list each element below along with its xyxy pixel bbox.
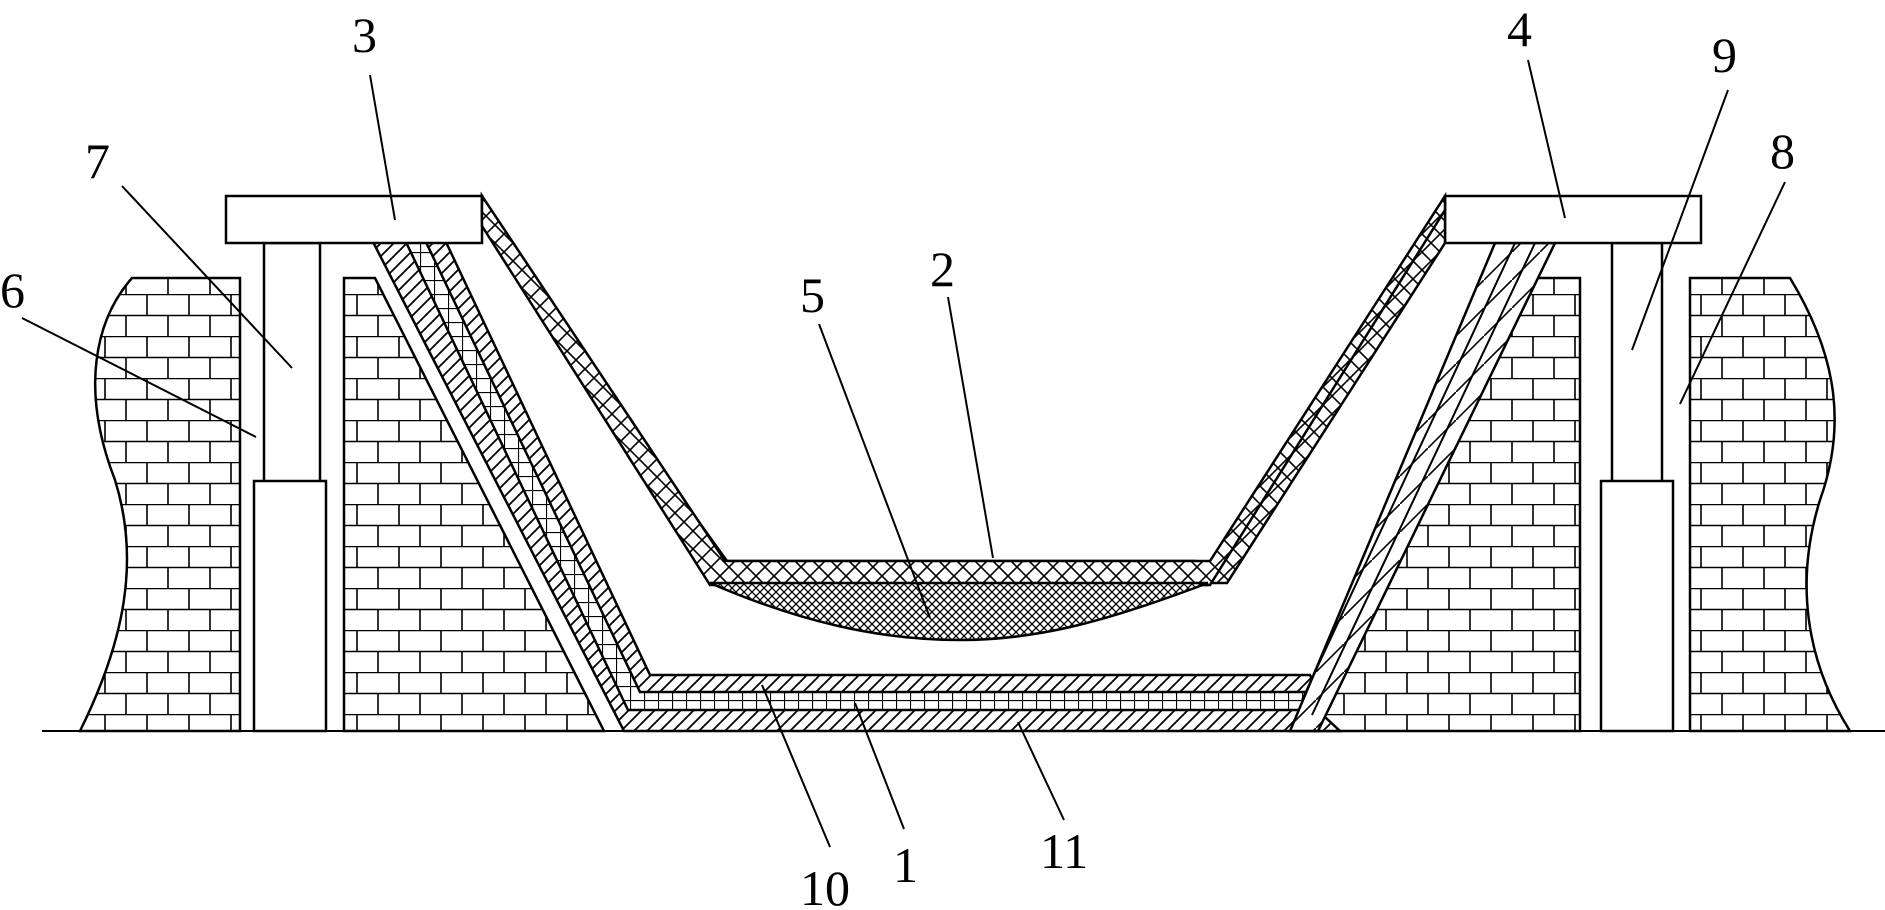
left-post	[252, 479, 328, 733]
leader-7	[121, 185, 293, 369]
label-4: 4	[1507, 1, 1532, 57]
label-7: 7	[85, 133, 110, 189]
left-cap	[224, 194, 484, 245]
label-6: 6	[0, 262, 25, 318]
leader-9	[1631, 89, 1729, 351]
leader-11	[1017, 721, 1065, 821]
right-liner-seam-1	[1301, 242, 1516, 701]
leader-10	[761, 684, 831, 848]
label-5: 5	[800, 267, 825, 323]
curved-mesh	[709, 581, 1209, 642]
label-8: 8	[1770, 123, 1795, 179]
label-10: 10	[800, 860, 850, 910]
right-outer-masonry	[1688, 276, 1853, 733]
right-cap	[1443, 194, 1703, 245]
leader-6	[21, 317, 257, 438]
leader-1	[854, 702, 905, 830]
leader-2	[947, 296, 994, 559]
right-liner-seam-2	[1311, 242, 1536, 716]
left-column	[262, 241, 322, 488]
leader-5	[818, 323, 931, 619]
leader-8	[1679, 181, 1786, 405]
left-inner-masonry	[342, 276, 607, 733]
trough-band	[480, 191, 1447, 587]
leader-4	[1527, 59, 1566, 219]
left-outer-masonry	[77, 276, 242, 733]
leader-3	[369, 74, 396, 221]
right-column	[1610, 241, 1664, 488]
label-9: 9	[1712, 27, 1737, 83]
label-2: 2	[930, 241, 955, 297]
label-3: 3	[352, 7, 377, 63]
right-post	[1599, 479, 1675, 733]
label-1: 1	[893, 837, 918, 893]
label-11: 11	[1040, 823, 1088, 879]
